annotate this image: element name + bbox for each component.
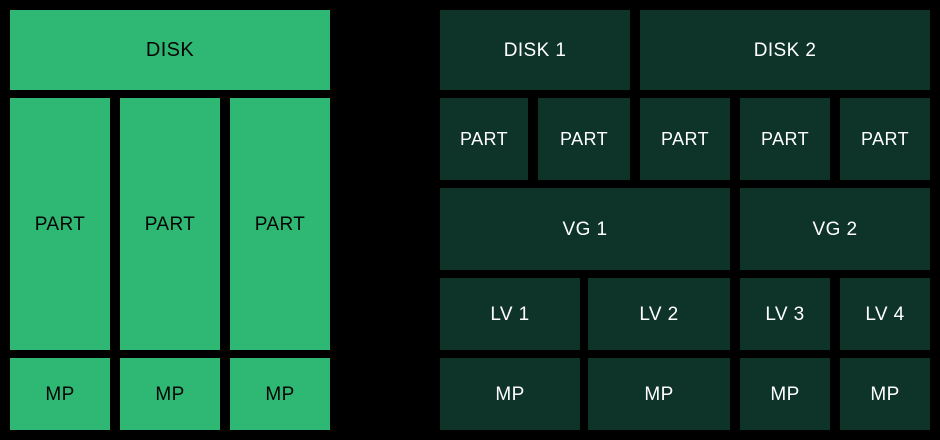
- disk-block: DISK 1: [440, 10, 630, 90]
- mountpoint-block: MP: [120, 358, 220, 430]
- mountpoint-block: MP: [740, 358, 830, 430]
- partition-block: PART: [440, 98, 528, 180]
- volumegroup-block: VG 2: [740, 188, 930, 270]
- partition-block: PART: [538, 98, 630, 180]
- mountpoint-block: MP: [10, 358, 110, 430]
- logicalvolume-block: LV 1: [440, 278, 580, 350]
- logicalvolume-block: LV 4: [840, 278, 930, 350]
- partition-block: PART: [840, 98, 930, 180]
- partition-block: PART: [230, 98, 330, 350]
- volumegroup-block: VG 1: [440, 188, 730, 270]
- logicalvolume-block: LV 2: [588, 278, 730, 350]
- mountpoint-block: MP: [840, 358, 930, 430]
- mountpoint-block: MP: [588, 358, 730, 430]
- mountpoint-block: MP: [440, 358, 580, 430]
- disk-block: DISK 2: [640, 10, 930, 90]
- partition-block: PART: [640, 98, 730, 180]
- partition-block: PART: [740, 98, 830, 180]
- logicalvolume-block: LV 3: [740, 278, 830, 350]
- partition-block: PART: [10, 98, 110, 350]
- disk-block: DISK: [10, 10, 330, 90]
- mountpoint-block: MP: [230, 358, 330, 430]
- partition-block: PART: [120, 98, 220, 350]
